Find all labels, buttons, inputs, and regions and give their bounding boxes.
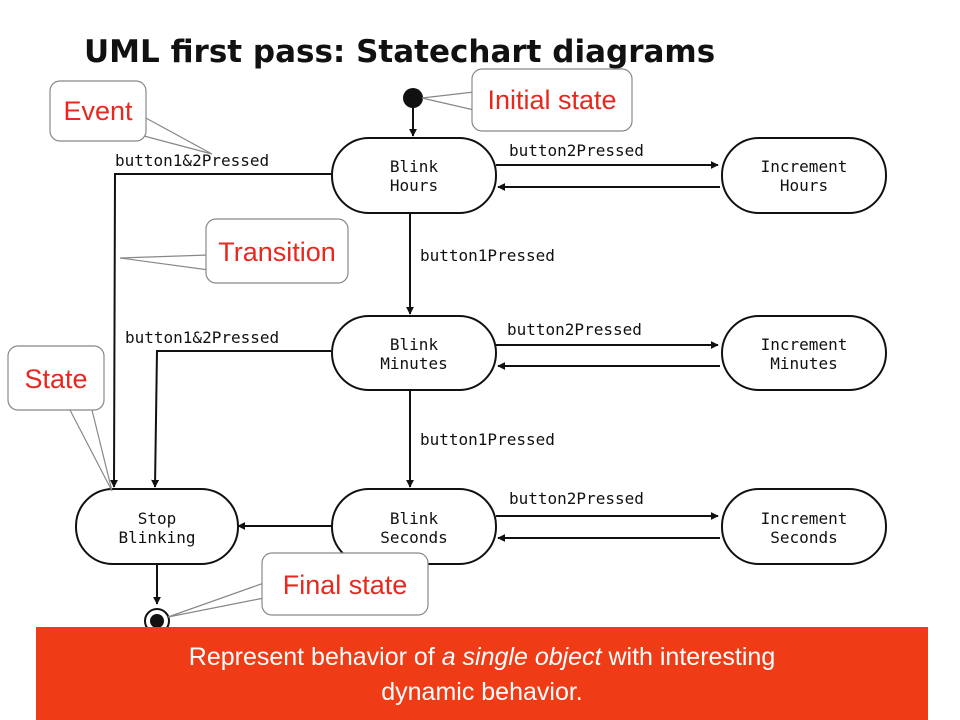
- svg-text:Blink: Blink: [390, 157, 439, 176]
- state-stop-blinking: Stop Blinking: [75, 488, 239, 565]
- banner-line-2: dynamic behavior.: [381, 678, 583, 706]
- state-blink-hours: Blink Hours: [331, 137, 497, 214]
- label-b2-seconds: button2Pressed: [509, 489, 644, 508]
- initial-state-dot: [403, 88, 423, 108]
- label-b2-minutes: button2Pressed: [507, 320, 642, 339]
- svg-text:Blink: Blink: [390, 335, 439, 354]
- svg-text:Seconds: Seconds: [380, 528, 447, 547]
- callout-final-state: Final state: [167, 552, 429, 618]
- state-increment-minutes: Increment Minutes: [721, 315, 887, 391]
- svg-text:Blink: Blink: [390, 509, 439, 528]
- page-title: UML first pass: Statechart diagrams: [84, 34, 715, 70]
- transition-hours-to-stop: [110, 173, 331, 488]
- svg-text:Minutes: Minutes: [380, 354, 447, 373]
- svg-text:Hours: Hours: [390, 176, 438, 195]
- svg-text:Initial state: Initial state: [487, 85, 616, 115]
- svg-text:Event: Event: [63, 96, 133, 126]
- svg-text:State: State: [24, 364, 87, 394]
- transitions: [110, 108, 720, 605]
- state-increment-seconds: Increment Seconds: [721, 488, 887, 565]
- label-b12-top: button1&2Pressed: [115, 151, 269, 170]
- banner-line-1: Represent behavior of a single object wi…: [189, 643, 775, 671]
- callout-event: Event: [49, 80, 213, 155]
- svg-text:Transition: Transition: [218, 237, 336, 267]
- svg-text:Hours: Hours: [780, 176, 828, 195]
- svg-text:Seconds: Seconds: [770, 528, 837, 547]
- label-b1-minutes: button1Pressed: [420, 430, 555, 449]
- transition-minutes-to-stop: [151, 350, 331, 488]
- svg-text:Blinking: Blinking: [118, 528, 195, 547]
- label-b2-hours: button2Pressed: [509, 141, 644, 160]
- svg-text:Increment: Increment: [761, 157, 848, 176]
- label-b12-mid: button1&2Pressed: [125, 328, 279, 347]
- summary-banner: Represent behavior of a single object wi…: [36, 627, 928, 720]
- callout-state: State: [7, 345, 113, 492]
- svg-text:Increment: Increment: [761, 509, 848, 528]
- callout-initial-state: Initial state: [421, 68, 633, 132]
- callout-transition: Transition: [119, 218, 349, 284]
- label-b1-hours: button1Pressed: [420, 246, 555, 265]
- svg-text:Stop: Stop: [138, 509, 177, 528]
- state-increment-hours: Increment Hours: [721, 137, 887, 214]
- svg-text:Final state: Final state: [283, 570, 408, 600]
- svg-text:Increment: Increment: [761, 335, 848, 354]
- state-blink-minutes: Blink Minutes: [331, 315, 497, 391]
- svg-text:Minutes: Minutes: [770, 354, 837, 373]
